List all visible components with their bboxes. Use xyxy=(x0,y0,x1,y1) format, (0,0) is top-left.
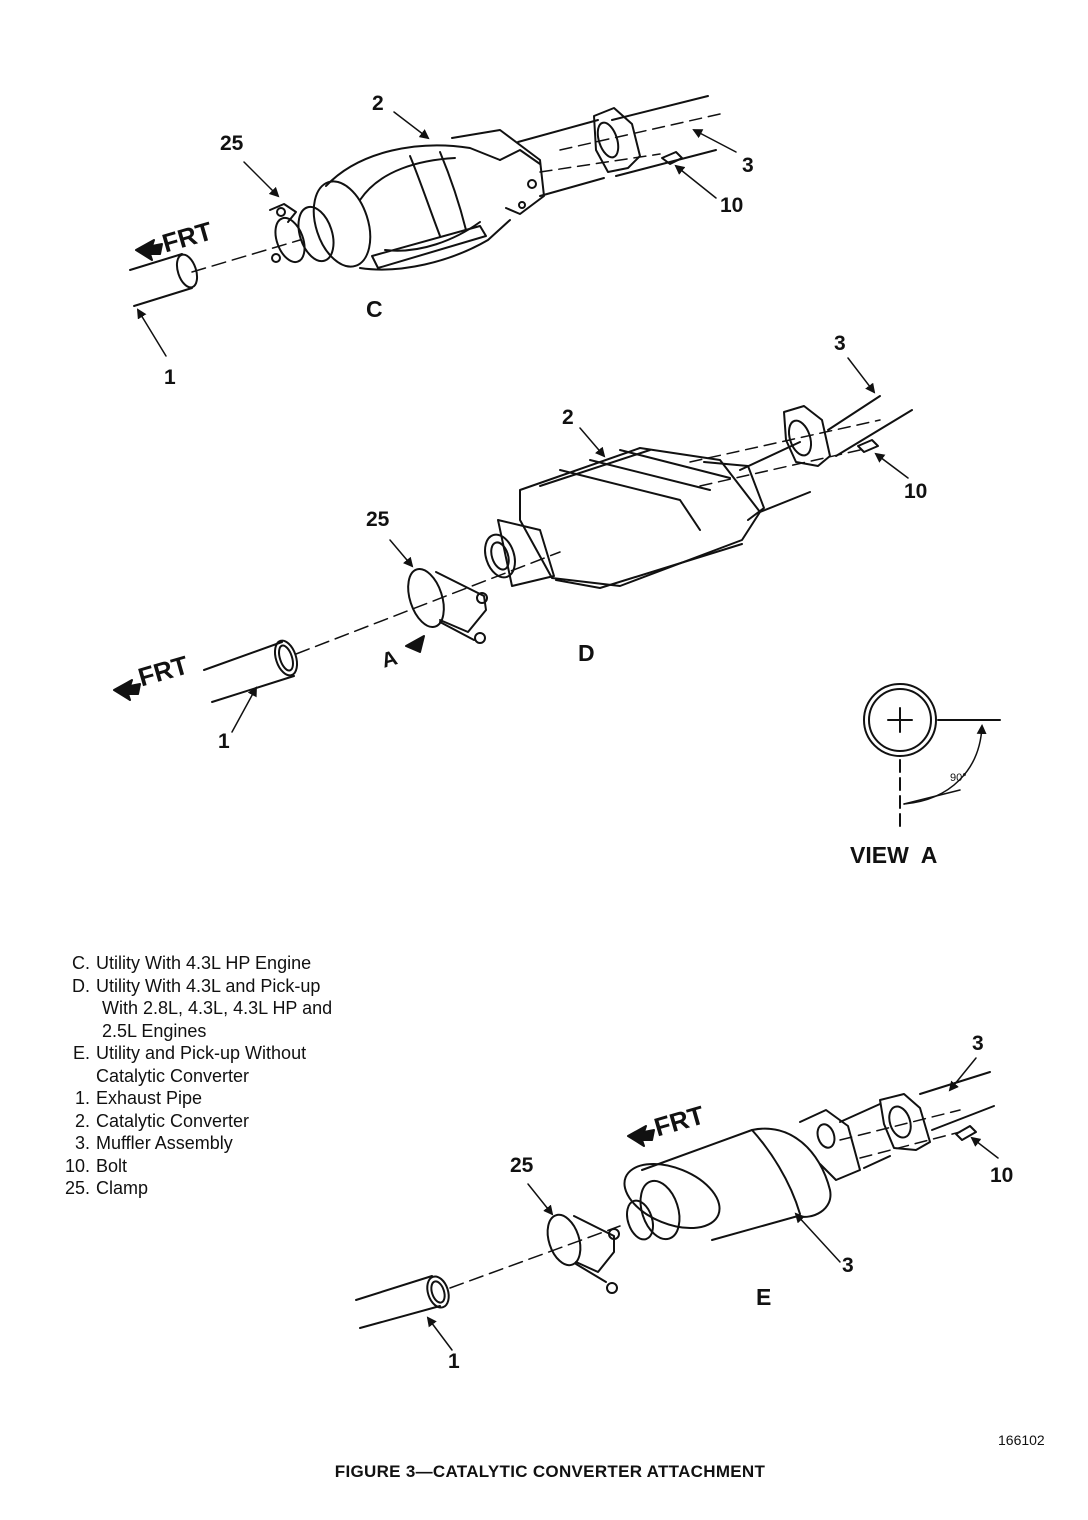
callout-1-e: 1 xyxy=(448,1350,460,1373)
callout-25-c: 25 xyxy=(220,132,244,155)
figure-caption: FIGURE 3—CATALYTIC CONVERTER ATTACHMENT xyxy=(334,1462,766,1481)
legend-item: 25.Clamp xyxy=(64,1178,149,1198)
frt-arrow-c xyxy=(135,239,163,261)
legend-item: 10.Bolt xyxy=(64,1155,128,1176)
view-d-exhaust-pipe xyxy=(203,639,299,703)
legend-item: C.Utility With 4.3L HP Engine xyxy=(72,953,312,973)
view-d-clamp xyxy=(407,568,488,644)
callout-3-e-top: 3 xyxy=(972,1032,984,1055)
legend-item-continuation: With 2.8L, 4.3L, 4.3L HP and xyxy=(102,998,333,1018)
callout-10-e: 10 xyxy=(990,1164,1014,1187)
view-a-angle: 90° xyxy=(950,772,967,784)
legend-item-continuation: Catalytic Converter xyxy=(96,1065,250,1086)
frt-arrow-d xyxy=(113,679,141,701)
callout-25-e: 25 xyxy=(510,1154,534,1177)
view-d-muffler-pipe xyxy=(689,395,913,513)
view-e-assembly xyxy=(355,1057,999,1351)
view-d-assembly xyxy=(203,357,913,733)
legend: C.Utility With 4.3L HP Engine D.Utility … xyxy=(46,952,332,1200)
callout-3-e-muffler: 3 xyxy=(842,1254,854,1277)
legend-item: 2.Catalytic Converter xyxy=(74,1110,250,1131)
callout-10-d: 10 xyxy=(904,480,928,503)
view-c-label: C xyxy=(366,296,383,322)
callout-3-c: 3 xyxy=(742,154,754,177)
view-d-bolt xyxy=(857,439,879,453)
legend-item: 1.Exhaust Pipe xyxy=(74,1088,203,1108)
view-d-view-a-arrow xyxy=(405,635,425,653)
view-a-title: VIEW A xyxy=(850,842,938,868)
frt-arrow-e xyxy=(627,1125,655,1147)
figure-code: 166102 xyxy=(998,1432,1045,1448)
legend-item-continuation: 2.5L Engines xyxy=(102,1020,207,1041)
view-c-clamp xyxy=(269,203,306,264)
callout-3-d: 3 xyxy=(834,332,846,355)
view-e-label: E xyxy=(756,1284,772,1310)
callout-1-c: 1 xyxy=(164,366,176,389)
view-d-label: D xyxy=(578,640,595,666)
legend-item: E.Utility and Pick-up Without xyxy=(72,1043,307,1063)
callout-10-c: 10 xyxy=(720,194,744,217)
view-c-catalytic-converter xyxy=(297,129,545,271)
view-e-bolt xyxy=(955,1125,977,1141)
legend-item: 3.Muffler Assembly xyxy=(74,1133,233,1153)
callout-1-d: 1 xyxy=(218,730,230,753)
view-c-assembly xyxy=(129,95,737,357)
view-e-exhaust-pipe xyxy=(355,1275,450,1329)
callout-2-d: 2 xyxy=(562,406,574,429)
view-a-detail xyxy=(863,683,1001,827)
view-c-muffler-pipe xyxy=(517,95,721,197)
legend-item: D.Utility With 4.3L and Pick-up xyxy=(72,975,321,996)
view-c-bolt xyxy=(661,151,683,165)
view-c-exhaust-pipe xyxy=(129,253,199,307)
view-e-muffler xyxy=(623,1109,861,1241)
view-d-catalytic-converter xyxy=(484,447,765,589)
callout-25-d: 25 xyxy=(366,508,390,531)
view-e-clamp xyxy=(546,1213,620,1294)
callout-2-c: 2 xyxy=(372,92,384,115)
view-e-muffler-pipe xyxy=(839,1071,995,1169)
